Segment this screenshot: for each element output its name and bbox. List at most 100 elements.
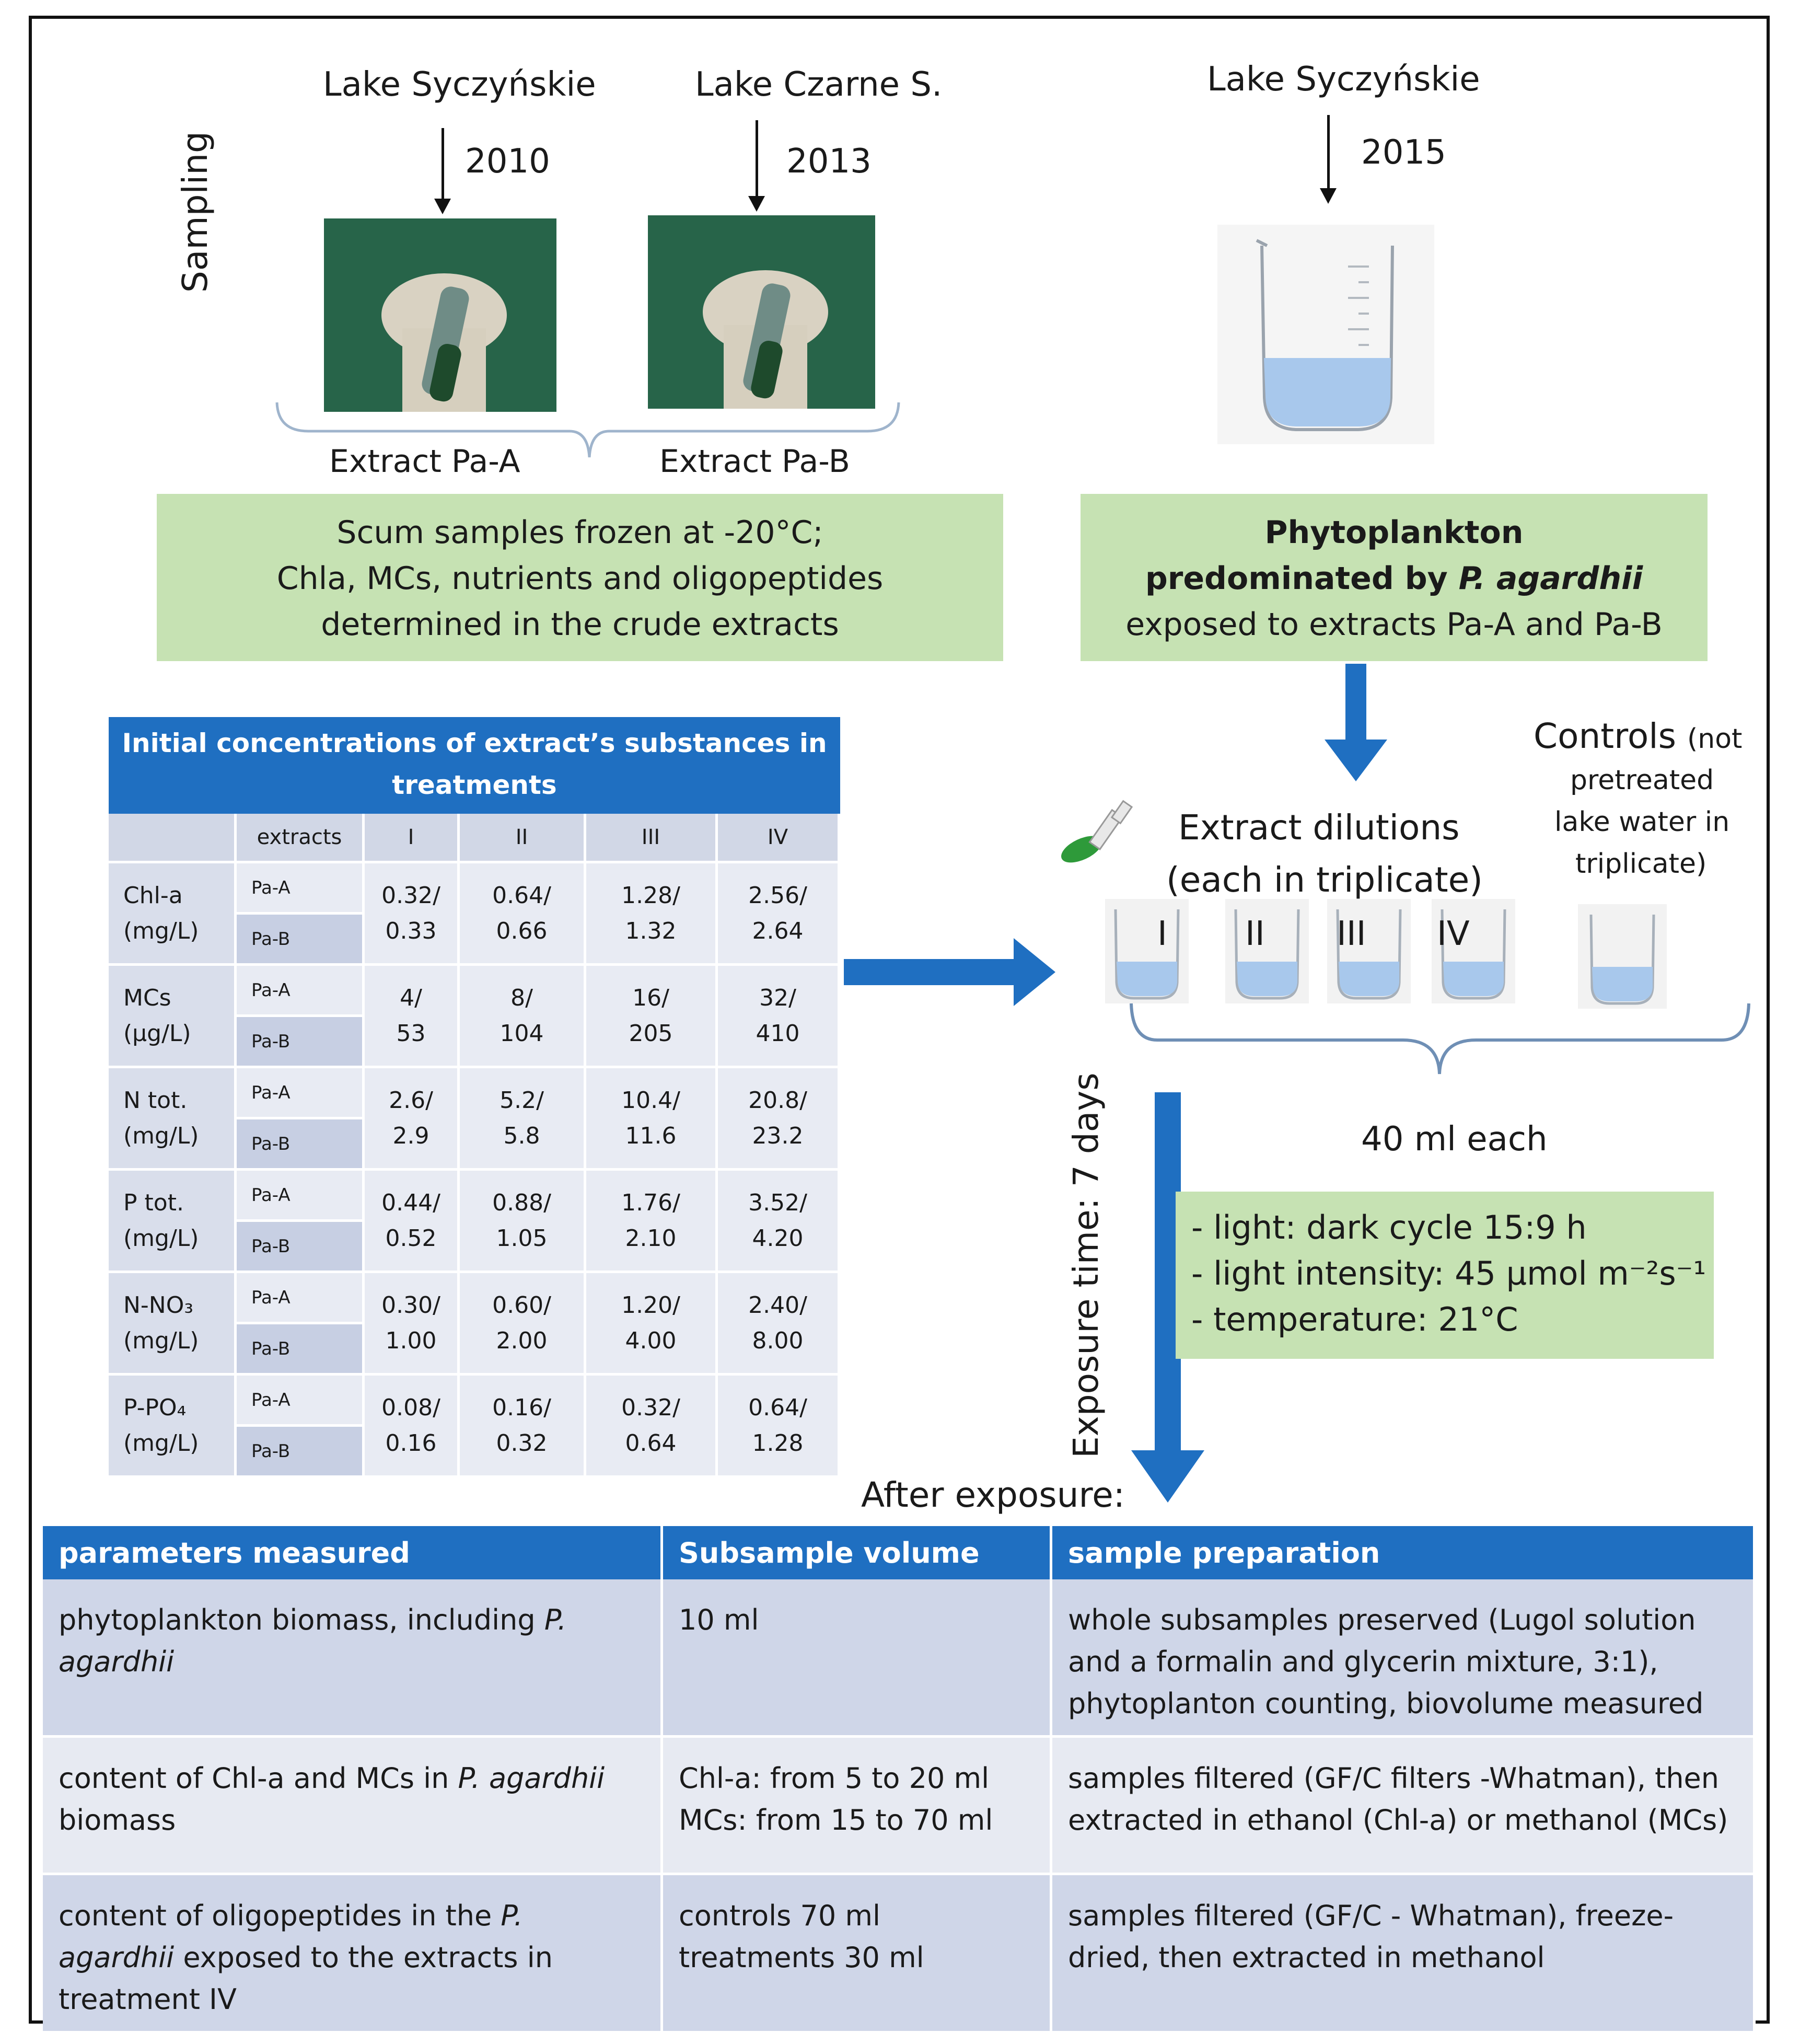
conc-value-pa-a: 0.08/ <box>381 1394 440 1421</box>
conc-extract-b: Pa-B <box>237 1017 365 1068</box>
conc-row-b: Pa-B <box>109 1427 840 1478</box>
conc-param-unit: (mg/L) <box>123 1327 199 1354</box>
conc-param-unit: (mg/L) <box>123 1122 199 1149</box>
conc-value-cell: 1.20/4.00 <box>586 1273 718 1376</box>
parameter-text-post: biomass <box>59 1804 176 1837</box>
conc-value-cell: 5.2/5.8 <box>460 1068 586 1171</box>
conc-value-cell: 0.30/1.00 <box>365 1273 460 1376</box>
conc-row-b: Pa-B <box>109 1017 840 1068</box>
conc-param-cell: P tot.(mg/L) <box>109 1171 237 1273</box>
source-lake-1: Lake Syczyńskie <box>323 65 596 104</box>
conc-value-pa-a: 4/ <box>400 984 422 1011</box>
volume-line: controls 70 ml <box>679 1899 880 1932</box>
arrow-line-3 <box>1327 115 1330 188</box>
measurements-row: phytoplankton biomass, including P. agar… <box>43 1579 1756 1738</box>
conc-header-row: extracts I II III IV <box>109 814 840 863</box>
conc-value-pa-a: 0.16/ <box>492 1394 551 1421</box>
conc-header-cell: I <box>365 814 460 863</box>
conc-param-name: P-PO₄ <box>123 1394 187 1421</box>
conc-value-cell: 0.08/0.16 <box>365 1376 460 1478</box>
conc-param-name: P tot. <box>123 1189 184 1216</box>
conc-value-cell: 16/205 <box>586 966 718 1068</box>
beaker-brace <box>1130 1003 1750 1075</box>
conc-value-pa-a: 0.60/ <box>492 1291 551 1319</box>
parameter-cell: content of Chl-a and MCs in P. agardhii … <box>43 1738 663 1875</box>
conc-value-pa-b: 11.6 <box>625 1122 677 1149</box>
conc-header-cell: IV <box>718 814 840 863</box>
conc-param-unit: (mg/L) <box>123 917 199 944</box>
conc-header-cell <box>109 814 237 863</box>
conc-value-pa-b: 0.16 <box>385 1429 437 1457</box>
beaker-label-3: III <box>1337 915 1366 953</box>
after-exposure-label: After exposure: <box>861 1475 1125 1515</box>
conc-value-pa-a: 2.40/ <box>748 1291 807 1319</box>
arrow-head-3 <box>1320 188 1337 204</box>
controls-paren: (not <box>1687 723 1743 755</box>
conc-value-cell: 0.32/0.33 <box>365 863 460 966</box>
beaker-small-2 <box>1225 899 1309 1003</box>
conc-value-cell: 0.60/2.00 <box>460 1273 586 1376</box>
beaker-small-4 <box>1432 899 1515 1003</box>
parameter-cell: content of oligopeptides in the P. agard… <box>43 1875 663 2034</box>
beaker-small-3 <box>1327 899 1411 1003</box>
volume-line: Chl-a: from 5 to 20 ml <box>679 1762 990 1795</box>
conc-row-b: Pa-B <box>109 915 840 966</box>
conc-value-pa-b: 2.00 <box>496 1327 548 1354</box>
conc-param-name: MCs <box>123 984 171 1011</box>
conc-value-pa-a: 0.32/ <box>381 882 440 909</box>
conc-header-cell: extracts <box>237 814 365 863</box>
conc-param-cell: N tot.(mg/L) <box>109 1068 237 1171</box>
conc-value-pa-a: 32/ <box>759 984 796 1011</box>
scum-line-3: determined in the crude extracts <box>321 606 839 643</box>
parameter-cell: phytoplankton biomass, including P. agar… <box>43 1579 663 1738</box>
conc-extract-a: Pa-A <box>237 1068 365 1119</box>
conc-param-unit: (mg/L) <box>123 1429 199 1457</box>
source-year-2: 2013 <box>786 142 872 181</box>
conc-value-pa-b: 2.64 <box>752 917 804 944</box>
conc-extract-b: Pa-B <box>237 1119 365 1171</box>
blue-arrow-down-1 <box>1325 664 1387 781</box>
conc-row-b: Pa-B <box>109 1119 840 1171</box>
conc-value-pa-a: 0.44/ <box>381 1189 440 1216</box>
conc-value-cell: 10.4/11.6 <box>586 1068 718 1171</box>
sampling-label: Sampling <box>175 131 215 293</box>
conc-value-pa-a: 0.64/ <box>492 882 551 909</box>
arrow-line-1 <box>442 128 444 201</box>
conc-value-cell: 0.64/1.28 <box>718 1376 840 1478</box>
beaker-control <box>1578 904 1667 1009</box>
conc-value-cell: 3.52/4.20 <box>718 1171 840 1273</box>
conc-value-pa-b: 2.10 <box>625 1225 677 1252</box>
conc-value-pa-a: 0.88/ <box>492 1189 551 1216</box>
conc-extract-b: Pa-B <box>237 1427 365 1478</box>
condition-1: - light: dark cycle 15:9 h <box>1191 1208 1587 1246</box>
conc-value-pa-b: 2.9 <box>392 1122 429 1149</box>
phyto-species: P. agardhii <box>1458 560 1643 597</box>
conc-value-pa-b: 410 <box>756 1020 800 1047</box>
volume-cell: Chl-a: from 5 to 20 ml MCs: from 15 to 70… <box>663 1738 1052 1875</box>
conc-value-pa-a: 0.32/ <box>621 1394 680 1421</box>
volume-line: MCs: from 15 to 70 ml <box>679 1804 993 1837</box>
conc-value-pa-b: 53 <box>396 1020 426 1047</box>
conc-value-pa-b: 1.05 <box>496 1225 548 1252</box>
arrow-head-1 <box>434 199 451 214</box>
source-lake-2: Lake Czarne S. <box>695 65 943 104</box>
arrow-line-2 <box>756 120 758 199</box>
conc-value-pa-b: 5.8 <box>503 1122 540 1149</box>
parameter-text-post: exposed to the extracts in treatment IV <box>59 1941 553 2016</box>
conc-value-pa-b: 23.2 <box>752 1122 804 1149</box>
conc-value-pa-b: 4.20 <box>752 1225 804 1252</box>
conc-value-pa-b: 0.32 <box>496 1429 548 1457</box>
scum-line-2: Chla, MCs, nutrients and oligopeptides <box>276 560 884 597</box>
conc-value-pa-b: 1.00 <box>385 1327 437 1354</box>
conc-value-pa-a: 8/ <box>510 984 533 1011</box>
scum-samples-box: Scum samples frozen at -20°C; Chla, MCs,… <box>157 494 1003 661</box>
conc-param-name: Chl-a <box>123 882 183 909</box>
conc-value-pa-a: 1.20/ <box>621 1291 680 1319</box>
conc-extract-a: Pa-A <box>237 863 365 915</box>
conc-value-cell: 1.28/1.32 <box>586 863 718 966</box>
conc-value-cell: 0.16/0.32 <box>460 1376 586 1478</box>
